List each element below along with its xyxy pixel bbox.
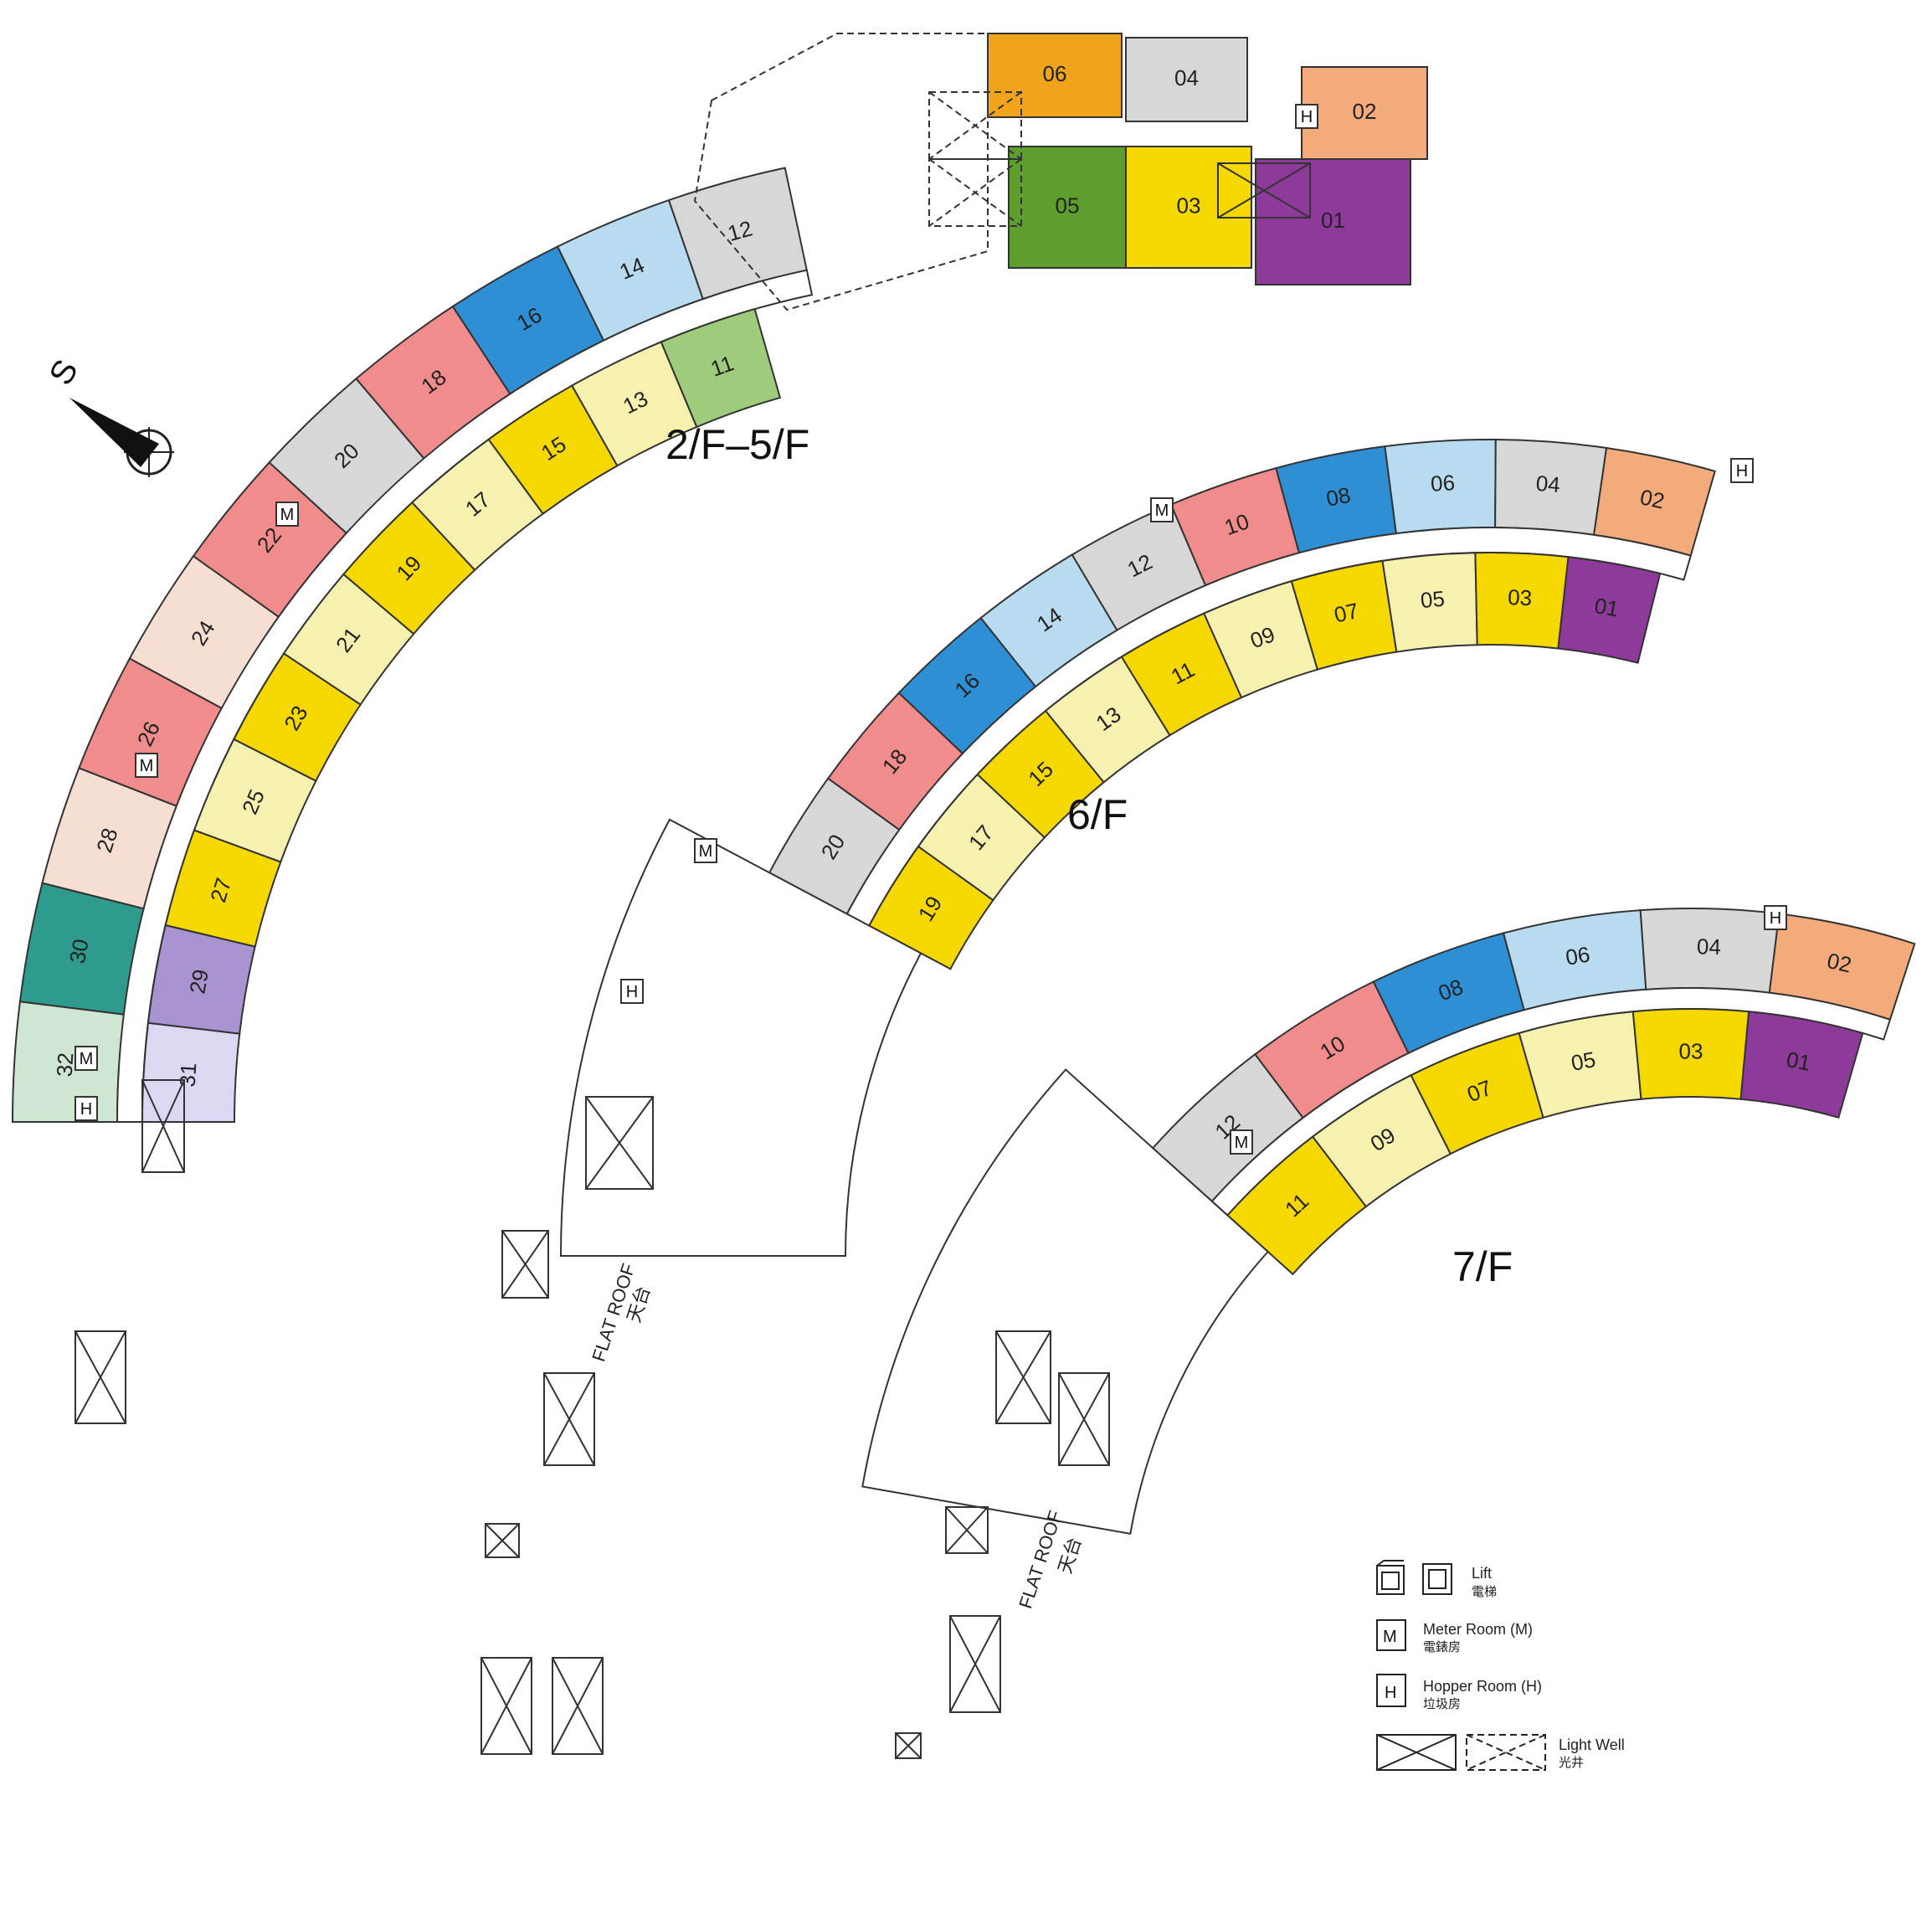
legend-lift-zh: 電梯 [1472, 1585, 1497, 1599]
legend-lift-icon [1376, 1560, 1452, 1595]
lightwell-roof7-3 [945, 1506, 989, 1554]
unit-f25-04 [1125, 37, 1248, 122]
unit-label-f25-01: 01 [1321, 208, 1345, 233]
lightwell-roof6-1 [585, 1096, 654, 1190]
legend-lightwell-en: Light Well [1559, 1736, 1625, 1753]
svg-text:H: H [1385, 1684, 1396, 1702]
unit-f6-01 [1557, 556, 1662, 664]
unit-label-f6-01: 01 [1592, 593, 1621, 622]
unit-label-f6-06: 06 [1430, 470, 1456, 496]
unit-f7-01 [1739, 1011, 1864, 1119]
svg-text:M: M [140, 757, 154, 775]
legend-lift-en: Lift [1472, 1565, 1492, 1582]
bridge-dashed-outline [693, 33, 989, 311]
unit-f25-03 [1125, 146, 1252, 269]
lightwell-roof6-2 [501, 1230, 549, 1299]
floor-label-6: 6/F [1067, 791, 1128, 838]
hopper-room-f7: H [1764, 905, 1787, 930]
lightwell-roof7-1 [995, 1330, 1051, 1424]
svg-text:H: H [1301, 108, 1313, 126]
legend-meter-icon: M [1376, 1619, 1406, 1651]
hopper-room-f25: H [75, 1096, 98, 1121]
svg-text:H: H [80, 1100, 92, 1119]
meter-room-f25-2: M [135, 753, 158, 778]
svg-text:M: M [280, 506, 295, 524]
svg-text:M: M [1155, 502, 1169, 520]
lightwell-roof7-5 [895, 1732, 922, 1759]
flat-roof-7-label-zh: 天台 [1054, 1535, 1085, 1577]
unit-label-f25-02: 02 [1353, 99, 1377, 124]
unit-label-f25-04: 04 [1174, 65, 1199, 90]
unit-label-f7-01: 01 [1785, 1047, 1813, 1076]
lightwell-top-1 [1217, 162, 1311, 219]
lightwell-roof6-6 [552, 1657, 604, 1755]
unit-label-f7-03: 03 [1679, 1038, 1703, 1063]
lightwell-top-dashed-1 [928, 91, 1022, 160]
meter-room-f6-1: M [1150, 497, 1174, 522]
floor-label-2-5: 2/F–5/F [665, 421, 809, 468]
unit-label-f6-03: 03 [1508, 584, 1533, 610]
lightwell-roof6-5 [480, 1657, 532, 1755]
compass-label: S [43, 353, 85, 391]
lightwell-f25-a [141, 1079, 185, 1173]
floor-2-5-top-block: 06 04 02 05 03 01 H [928, 33, 1428, 286]
svg-text:H: H [1736, 462, 1748, 481]
unit-label-f6-02: 02 [1638, 484, 1667, 513]
hopper-room-f6-2: H [620, 979, 644, 1004]
legend-meter-en: Meter Room (M) [1423, 1621, 1533, 1638]
unit-label-f25-05: 05 [1056, 193, 1080, 218]
legend: Lift 電梯 M Meter Room (M) 電錶房 H Hopper Ro… [1376, 1560, 1625, 1771]
unit-label-f7-04: 04 [1697, 934, 1722, 960]
lightwell-roof7-4 [949, 1615, 1001, 1713]
unit-label-f6-08: 08 [1324, 482, 1353, 512]
legend-hopper-zh: 垃圾房 [1423, 1697, 1461, 1711]
unit-f25-11 [660, 307, 782, 429]
lightwell-roof6-3 [543, 1372, 595, 1466]
unit-f25-05 [1008, 146, 1127, 269]
compass-arrow-icon [69, 398, 159, 467]
unit-f25-06 [987, 33, 1123, 118]
lightwell-roof7-2 [1058, 1372, 1110, 1466]
unit-label-f25-03: 03 [1177, 193, 1201, 218]
unit-label-f6-05: 05 [1420, 586, 1446, 613]
unit-label-f25-30: 30 [64, 937, 94, 965]
floor-label-7: 7/F [1452, 1243, 1513, 1290]
unit-label-f6-07: 07 [1332, 598, 1361, 628]
legend-hopper-icon: H [1376, 1674, 1406, 1707]
unit-label-f7-02: 02 [1825, 948, 1854, 978]
meter-room-f6-2: M [694, 838, 717, 863]
lightwell-roof6-4 [485, 1523, 520, 1558]
legend-meter-zh: 電錶房 [1423, 1640, 1461, 1654]
svg-text:M: M [80, 1050, 94, 1068]
hopper-room-f6: H [1730, 458, 1754, 483]
unit-label-f7-06: 06 [1564, 941, 1591, 970]
svg-text:M: M [1235, 1134, 1249, 1152]
unit-label-f6-04: 04 [1535, 471, 1561, 497]
flat-roof-6 [559, 818, 922, 1257]
meter-room-f25-1: M [275, 502, 299, 527]
unit-label-f7-05: 05 [1569, 1047, 1597, 1076]
floor-2-5-plan: 3230282624222018161412312927252321191715… [11, 33, 1428, 1424]
flat-roof-7 [861, 1068, 1270, 1536]
unit-label-f25-06: 06 [1043, 61, 1067, 86]
legend-lightwell-icon [1376, 1734, 1546, 1771]
unit-label-f25-31: 31 [175, 1062, 202, 1088]
svg-text:H: H [1770, 909, 1781, 928]
legend-lightwell-zh: 光井 [1559, 1756, 1584, 1770]
meter-room-f25-3: M [75, 1046, 98, 1071]
unit-label-f25-32: 32 [52, 1052, 79, 1078]
unit-label-f25-29: 29 [184, 967, 213, 996]
hopper-room-f25-top: H [1295, 104, 1318, 129]
lightwell-top-dashed-2 [928, 158, 1022, 227]
legend-hopper-en: Hopper Room (H) [1423, 1678, 1542, 1695]
svg-text:M: M [1383, 1628, 1397, 1646]
svg-text:M: M [699, 842, 713, 861]
compass: S [43, 353, 174, 477]
svg-text:H: H [626, 983, 638, 1001]
meter-room-f7: M [1230, 1129, 1253, 1155]
lightwell-f25-b [75, 1330, 126, 1424]
